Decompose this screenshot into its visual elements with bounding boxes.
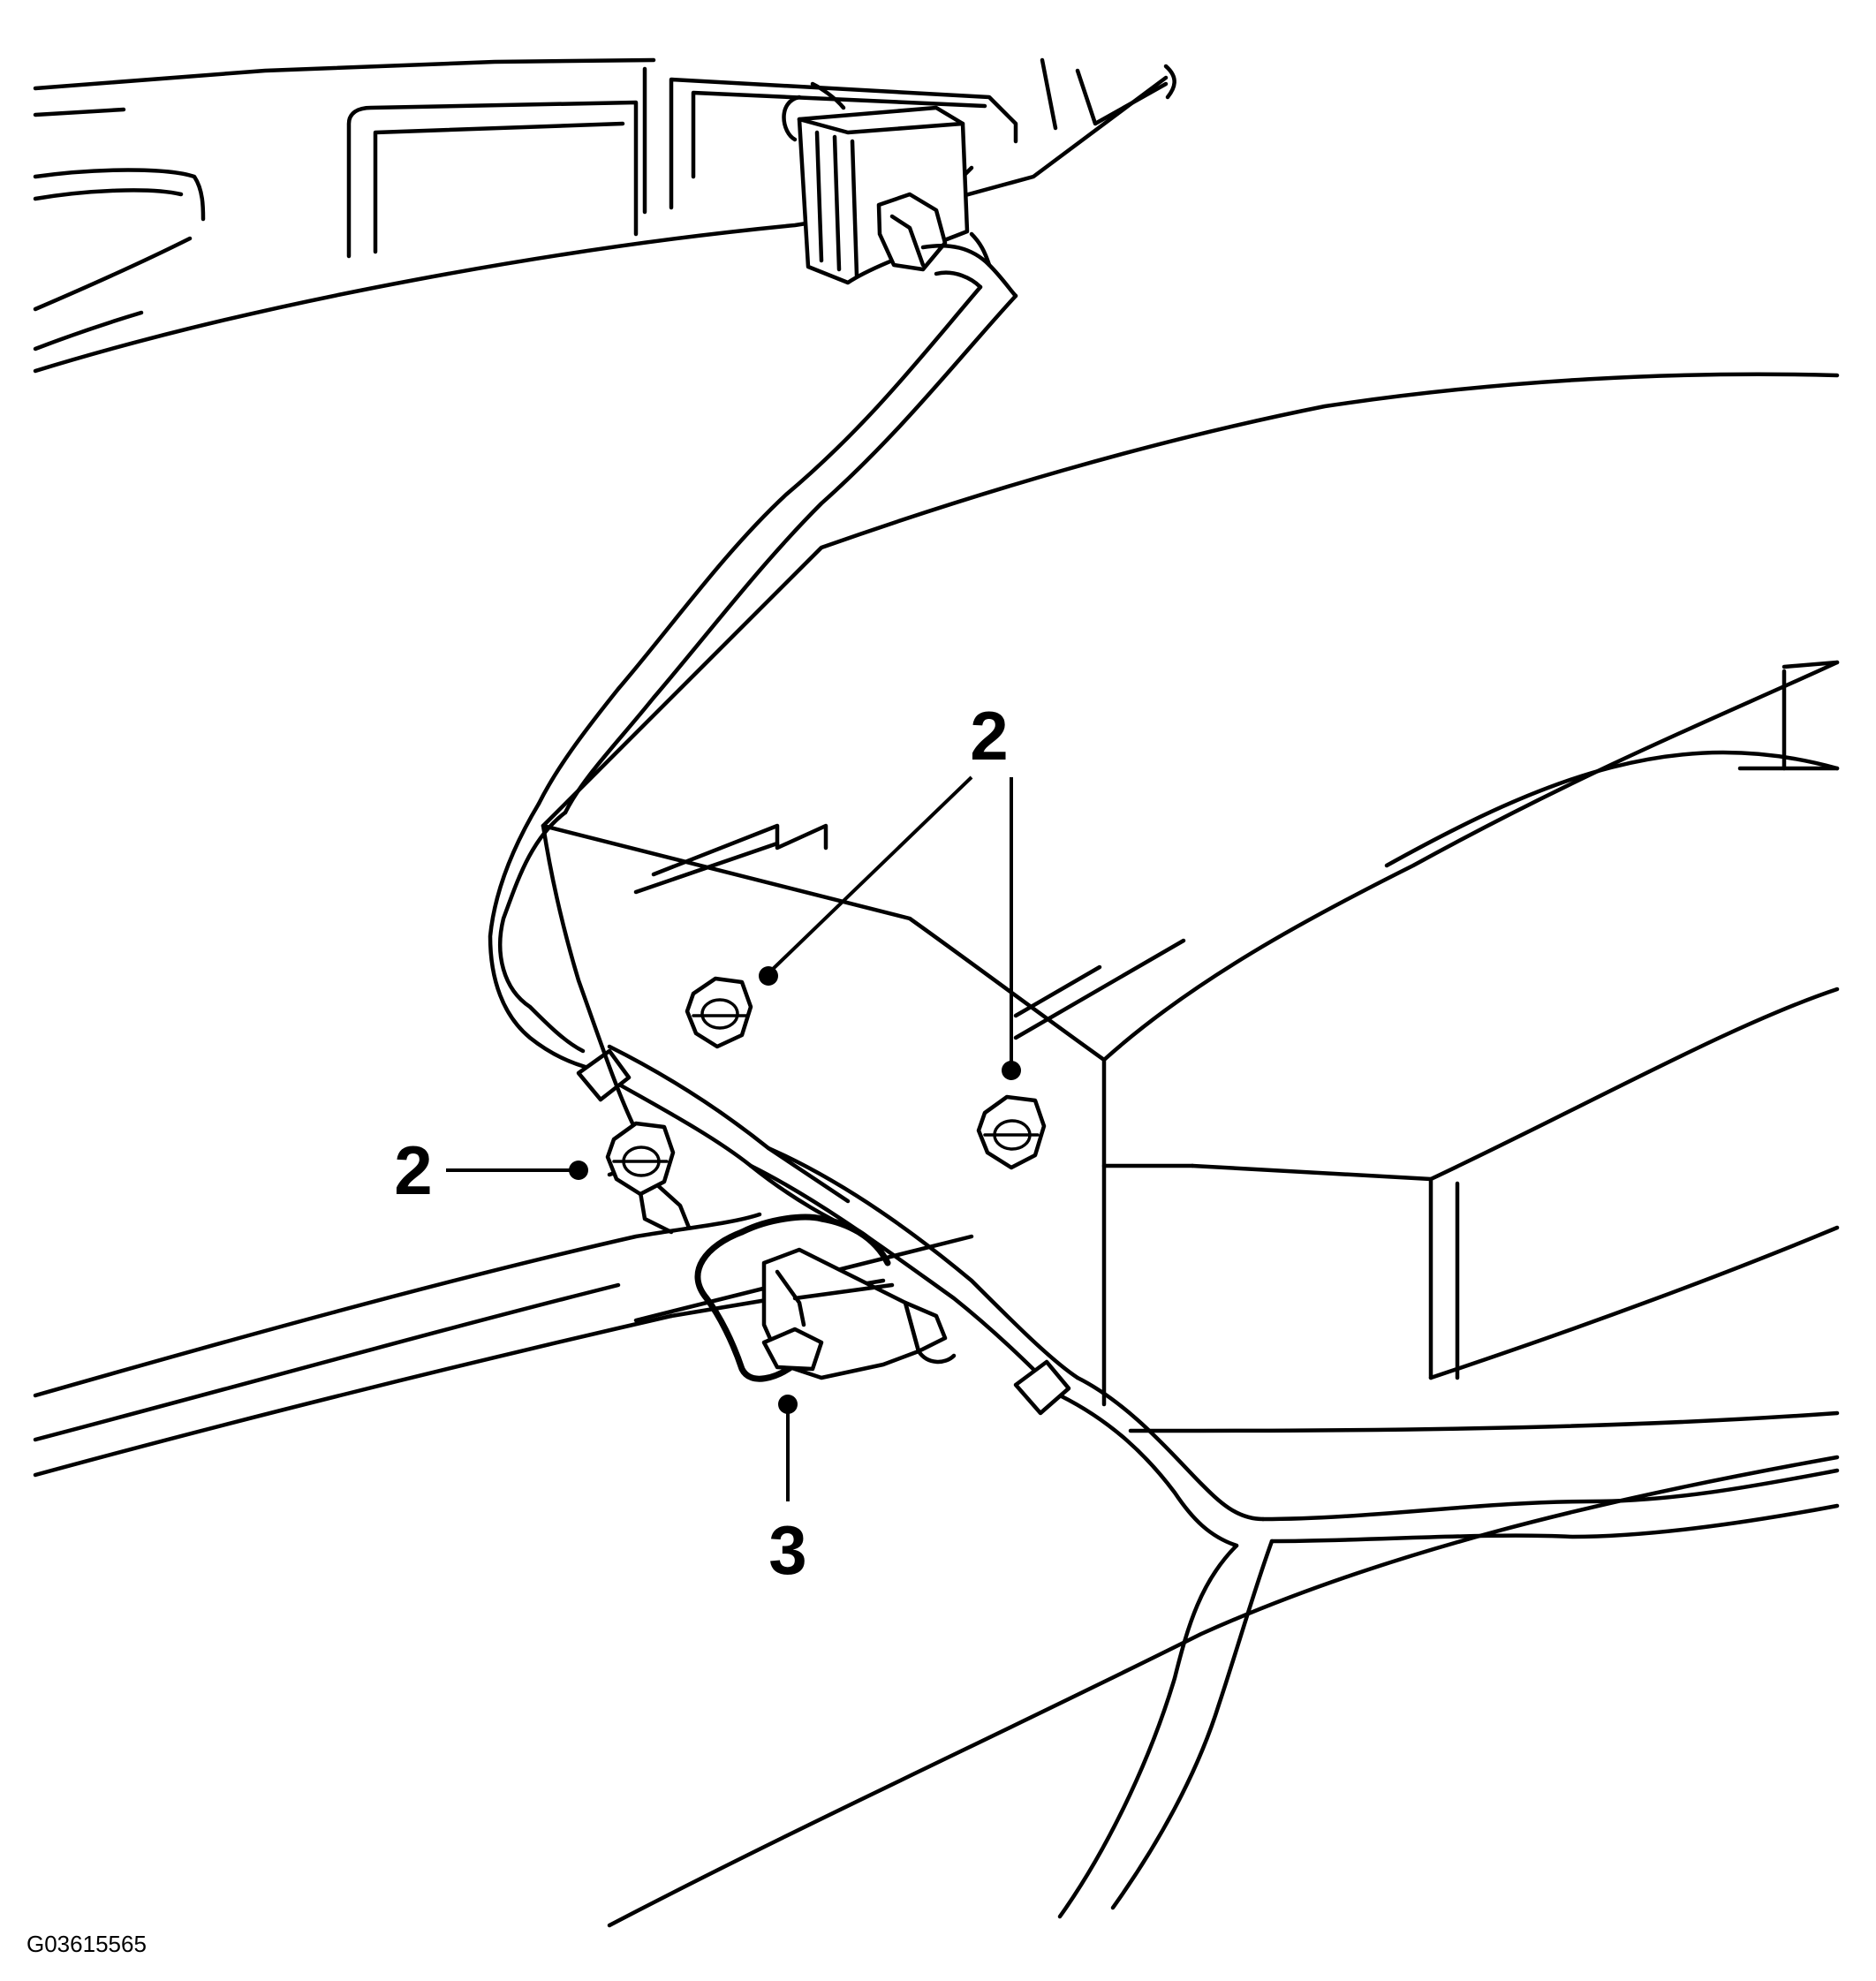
callout-label-3: 3 [768,1511,806,1589]
lower-body-panel [33,1212,1840,1928]
sensor-bracket [607,1163,957,1382]
module-housing [541,372,1840,1433]
callout-3: 3 [768,1395,807,1589]
nut-lower-right [976,1094,1047,1170]
callout-2-top: 2 [759,697,1021,1080]
figure-id: G03615565 [26,1931,147,1957]
nut-left [605,1121,676,1197]
callout-label-2-top: 2 [970,697,1008,775]
wiring-harness [488,284,1840,1919]
nut-upper-left [685,976,753,1049]
callout-label-2-left: 2 [394,1131,432,1209]
upper-connector [782,81,1018,299]
upper-body-panel [33,57,1176,374]
callout-2-left: 2 [394,1131,588,1209]
